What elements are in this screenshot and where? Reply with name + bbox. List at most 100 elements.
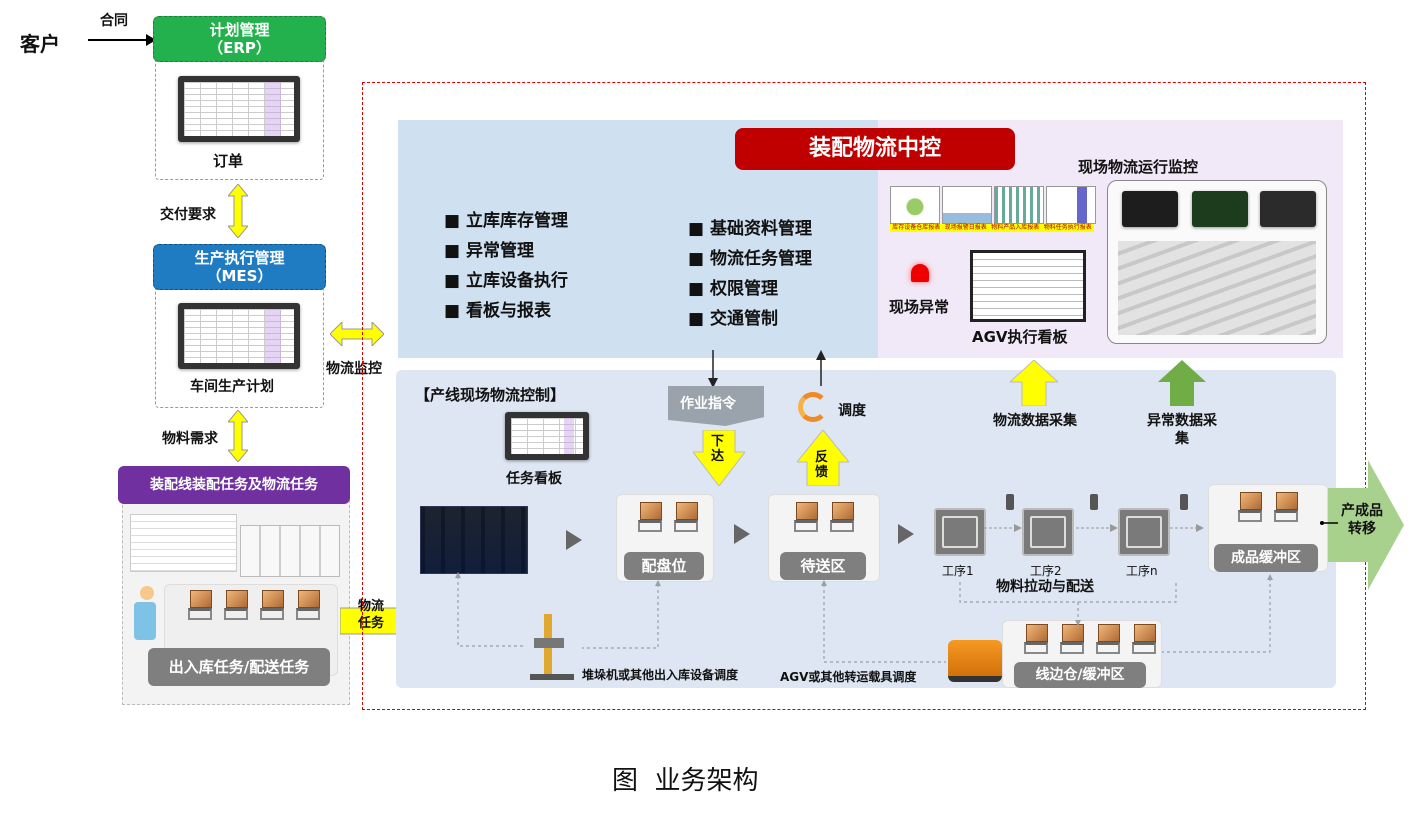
material-req-arrow (228, 410, 248, 462)
report-thumb (890, 186, 940, 224)
report-thumbnails: 库存设备仓库报表现场报警日报表物料产品入库报表物料任务执行报表 (890, 186, 1100, 234)
product-transfer-label: 产成品转移 (1341, 503, 1383, 537)
lineside-carts (1018, 622, 1162, 660)
figure-caption: 图 业务架构 (612, 766, 759, 796)
work-order-arrow (708, 350, 718, 388)
exception-collect-arrow (1158, 360, 1206, 406)
scanner-icon (1006, 494, 1014, 510)
station-1-label: 工序1 (942, 564, 974, 578)
onsite-monitor-title: 现场物流运行监控 (1078, 158, 1199, 176)
inout-task-label: 出入库任务/配送任务 (148, 648, 330, 686)
function-item: 看板与报表 (444, 296, 568, 326)
down-arrow (693, 430, 745, 486)
station-n-cell (1118, 508, 1170, 556)
waiting-area-carts (788, 500, 860, 538)
warehouse-rack-image (420, 506, 528, 574)
monitor-screen (1122, 191, 1178, 227)
lineside-label: 线边仓/缓冲区 (1014, 662, 1146, 688)
scanner-icon (1180, 494, 1188, 510)
mes-header: 生产执行管理 （MES） (153, 244, 326, 290)
pull-delivery-label: 物料拉动与配送 (996, 579, 1094, 595)
contract-arrow (88, 34, 156, 46)
cart-icon (828, 500, 856, 534)
logistics-monitor-arrow (330, 322, 384, 346)
pallet-position-carts (632, 500, 704, 538)
erp-title: 计划管理 (209, 21, 270, 39)
feedback-label: 反馈 (815, 450, 829, 480)
flow-chevron (734, 524, 750, 544)
product-transfer-link (1320, 521, 1338, 525)
dispatch-cycle-icon (798, 392, 828, 422)
cart-icon (1022, 622, 1050, 656)
work-order-label: 作业指令 (680, 396, 736, 412)
cart-icon (258, 588, 286, 622)
station-2-cell (1022, 508, 1074, 556)
alarm-light-icon (911, 264, 929, 282)
inout-cart-row (182, 588, 326, 626)
flow-chevron (898, 524, 914, 544)
data-collect-label: 物流数据采集 (993, 413, 1077, 429)
customer-label: 客户 (20, 32, 60, 56)
central-title: 装配物流中控 (735, 128, 1015, 170)
function-item: 立库库存管理 (444, 206, 568, 236)
function-item: 异常管理 (444, 236, 568, 266)
feedback-arrow (797, 430, 849, 486)
mes-plan-screen (178, 303, 300, 369)
cart-icon (1130, 622, 1158, 656)
pallet-position-label: 配盘位 (624, 552, 704, 580)
task-document (130, 514, 237, 572)
agv-board-label: AGV执行看板 (972, 328, 1068, 346)
task-board-screen (505, 412, 589, 460)
mes-sub: （MES） (206, 267, 273, 285)
station-1-cell (934, 508, 986, 556)
report-thumb (942, 186, 992, 224)
report-thumb (994, 186, 1044, 224)
cart-icon (1236, 490, 1264, 524)
logistics-task-label: 物流 任务 (358, 599, 385, 631)
cart-icon (186, 588, 214, 622)
task-board-label: 任务看板 (506, 471, 562, 487)
cart-icon (1058, 622, 1086, 656)
cart-icon (294, 588, 322, 622)
central-function-list-2: 基础资料管理 物流任务管理 权限管理 交通管制 (688, 214, 812, 334)
cart-icon (222, 588, 250, 622)
erp-order-screen (178, 76, 300, 142)
cart-icon (1272, 490, 1300, 524)
field-title: 【产线现场物流控制】 (415, 386, 566, 404)
agv-label: AGV或其他转运载具调度 (780, 670, 917, 684)
monitor-screen (1192, 191, 1248, 227)
material-req-label: 物料需求 (162, 431, 218, 447)
station-n-label: 工序n (1126, 564, 1158, 578)
waiting-area-label: 待送区 (780, 552, 866, 580)
stacker-crane-icon (530, 614, 580, 680)
factory-floor (1118, 241, 1316, 335)
station-2-label: 工序2 (1030, 564, 1062, 578)
feedback-up-arrow (816, 350, 826, 386)
scanner-icon (1090, 494, 1098, 510)
flow-chevron (566, 530, 582, 550)
onsite-monitor-image (1107, 180, 1327, 344)
erp-screen-label: 订单 (213, 152, 244, 170)
dispatch-label: 调度 (838, 403, 866, 419)
function-item: 物流任务管理 (688, 244, 812, 274)
function-item: 立库设备执行 (444, 266, 568, 296)
down-label: 下达 (711, 434, 725, 464)
finished-buffer-label: 成品缓冲区 (1214, 544, 1318, 572)
exception-collect-label: 异常数据采集 (1147, 413, 1217, 447)
report-tab-strip: 库存设备仓库报表现场报警日报表物料产品入库报表物料任务执行报表 (890, 224, 1094, 232)
delivery-req-label: 交付要求 (160, 207, 216, 223)
pallet-stack (240, 525, 340, 577)
assembly-header: 装配线装配任务及物流任务 (118, 466, 350, 504)
cart-icon (1094, 622, 1122, 656)
agv-icon (948, 640, 1002, 682)
stacker-label: 堆垛机或其他出入库设备调度 (582, 668, 739, 682)
cart-icon (792, 500, 820, 534)
worker-icon (134, 586, 160, 646)
contract-label: 合同 (100, 13, 128, 29)
agv-board-screen (970, 250, 1086, 322)
monitor-screen (1260, 191, 1316, 227)
work-order-banner (668, 386, 764, 426)
data-collect-arrow (1010, 360, 1058, 406)
cart-icon (672, 500, 700, 534)
erp-sub: （ERP） (208, 39, 271, 57)
